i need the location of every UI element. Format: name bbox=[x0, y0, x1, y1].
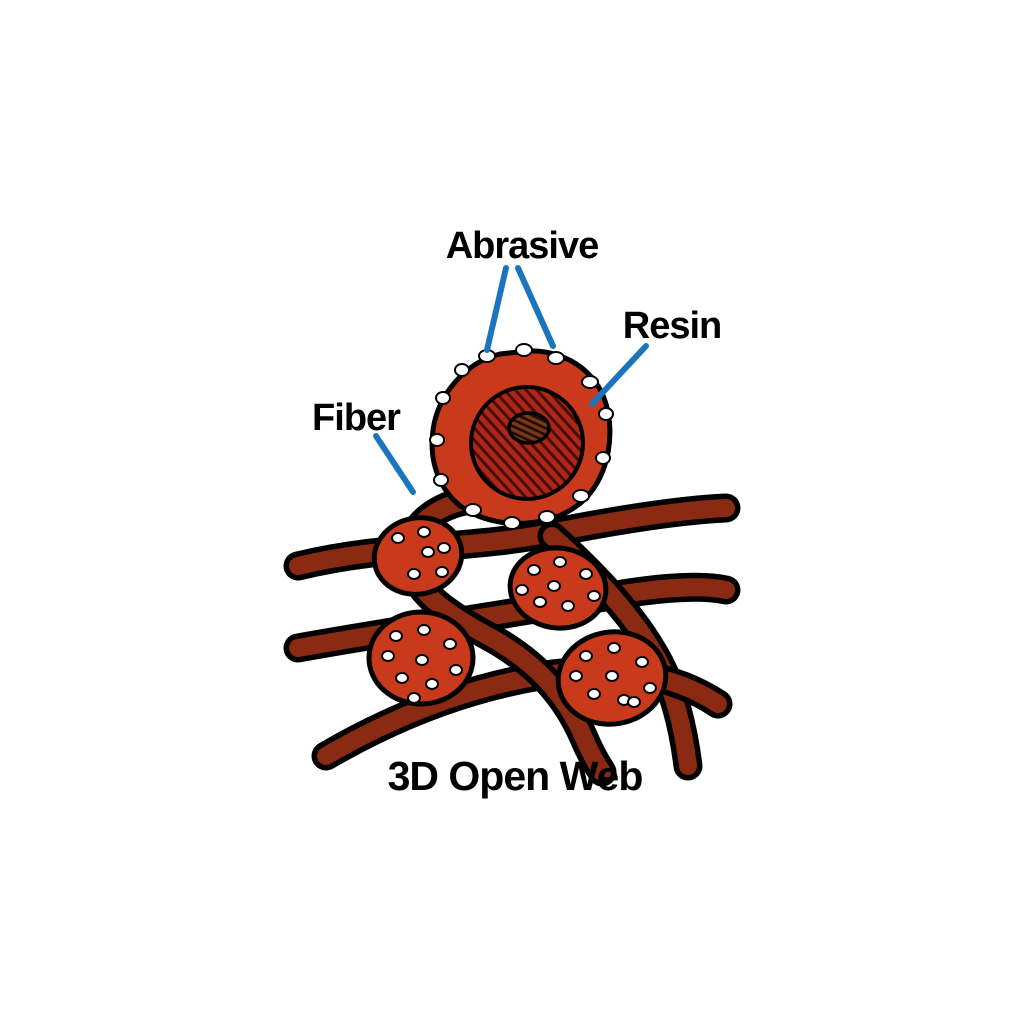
abrasive-specks bbox=[569, 642, 657, 708]
fiber-label: Fiber bbox=[312, 397, 401, 439]
abrasive-specks bbox=[391, 526, 451, 580]
abrasive-nodule bbox=[371, 515, 465, 597]
abrasive-label: Abrasive bbox=[446, 225, 599, 267]
abrasive-leader-line-left bbox=[484, 265, 509, 353]
abrasive-nodule bbox=[366, 609, 476, 707]
fiber-cross-section bbox=[429, 343, 614, 530]
abrasive-leader-line-right bbox=[515, 265, 556, 349]
fiber-core bbox=[507, 411, 551, 445]
fiber-web bbox=[283, 485, 741, 787]
fiber-leader-line bbox=[373, 433, 416, 495]
abrasive-nodule bbox=[507, 545, 609, 631]
resin-label: Resin bbox=[623, 305, 721, 347]
diagram-caption: 3D Open Web bbox=[388, 753, 643, 799]
abrasive-nodule bbox=[555, 629, 669, 727]
leader-lines bbox=[373, 265, 649, 495]
labels: Abrasive Resin Fiber 3D Open Web bbox=[312, 225, 722, 799]
resin-leader-line bbox=[589, 343, 649, 407]
abrasive-specks bbox=[515, 556, 601, 612]
abrasive-specks bbox=[381, 624, 463, 704]
